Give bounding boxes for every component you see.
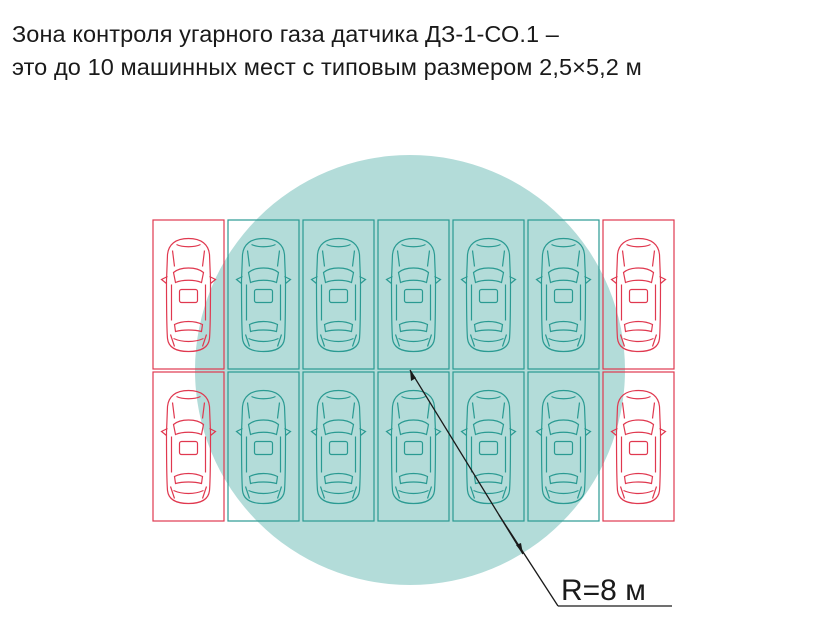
parking-spot-inside [452,219,525,370]
parking-spot-outline [152,219,225,370]
title-line-2: это до 10 машинных мест с типовым размер… [12,54,642,80]
parking-spot-outline [377,371,450,522]
parking-spot-outside [152,371,225,522]
parking-spot-outline [152,371,225,522]
parking-spot-outline [302,371,375,522]
parking-spot-outline [377,219,450,370]
parking-spot-outside [152,219,225,370]
parking-spot-outside [602,219,675,370]
parking-spot-inside [302,219,375,370]
radius-label: R=8 м [561,574,646,607]
radius-arrow-end-icon [516,543,523,554]
parking-spot-inside [527,219,600,370]
parking-spot-inside [527,371,600,522]
parking-spot-outline [527,219,600,370]
parking-spot-outline [227,371,300,522]
parking-spot-inside [227,371,300,522]
radius-indicator: R=8 м [409,369,672,607]
parking-spot-outline [452,371,525,522]
parking-spot-inside [452,371,525,522]
parking-spot-outline [452,219,525,370]
parking-spot-inside [227,219,300,370]
radius-leader-line [498,514,559,607]
parking-spot-outline [227,219,300,370]
parking-spot-inside [377,219,450,370]
parking-spot-inside [302,371,375,522]
parking-spot-outline [302,219,375,370]
parking-spot-outside [602,371,675,522]
parking-spot-inside [377,371,450,522]
parking-spot-outline [602,371,675,522]
title-line-1: Зона контроля угарного газа датчика ДЗ-1… [12,21,559,47]
parking-spot-outline [602,219,675,370]
diagram-title: Зона контроля угарного газа датчика ДЗ-1… [12,18,642,84]
parking-spots [152,219,675,522]
radius-arrow-start-icon [410,370,416,381]
parking-spot-outline [527,371,600,522]
